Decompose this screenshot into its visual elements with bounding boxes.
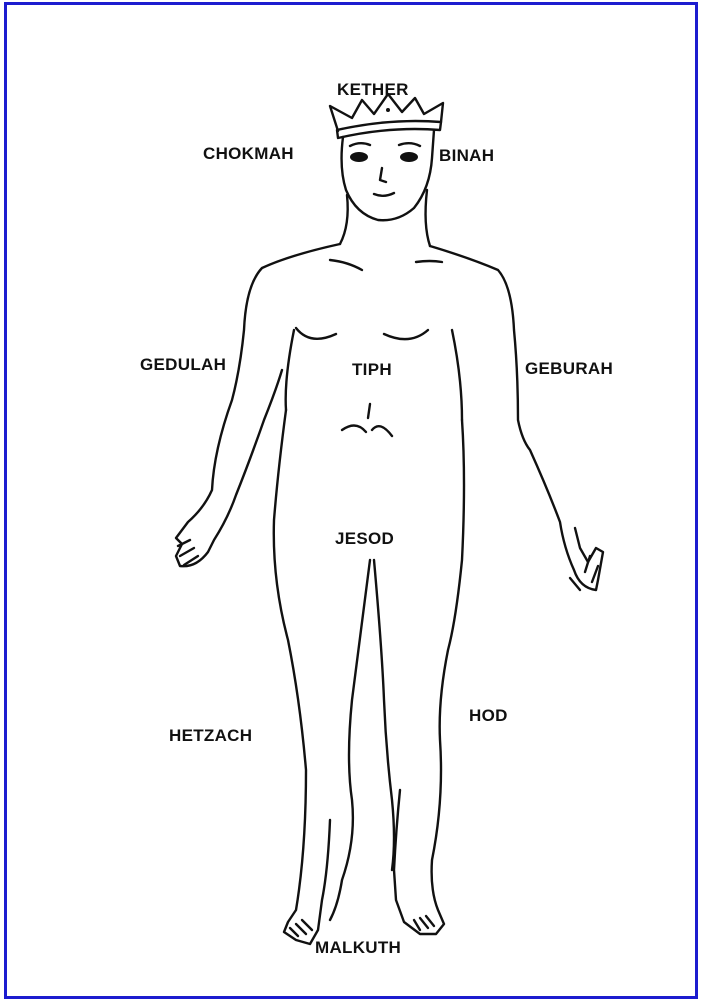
label-geburah: GEBURAH <box>525 359 613 379</box>
left-body-outline <box>176 244 340 566</box>
collar-line-right <box>416 261 442 262</box>
left-hip-and-leg <box>274 410 330 944</box>
inner-right-leg-line <box>374 560 394 870</box>
right-armpit-line <box>452 330 462 420</box>
navel-left <box>342 425 366 432</box>
label-kether: KETHER <box>337 80 409 100</box>
left-armpit-line <box>286 330 294 410</box>
nose <box>380 168 386 182</box>
collar-line-left <box>330 260 362 270</box>
neck-left <box>340 195 348 244</box>
label-hetzach: HETZACH <box>169 726 252 746</box>
right-chest <box>384 330 428 339</box>
right-toes <box>414 916 434 930</box>
crown-jewel <box>386 108 390 112</box>
left-eye <box>350 152 368 162</box>
crown <box>330 94 443 138</box>
label-malkuth: MALKUTH <box>315 938 401 958</box>
right-brow <box>399 143 420 146</box>
label-binah: BINAH <box>439 146 494 166</box>
right-eye <box>400 152 418 162</box>
mouth <box>374 193 394 196</box>
label-tiph: TIPH <box>352 360 392 380</box>
label-gedulah: GEDULAH <box>140 355 226 375</box>
head <box>342 130 434 220</box>
left-brow <box>350 143 370 146</box>
right-body-outline <box>430 246 603 590</box>
inner-leg-line <box>330 560 370 920</box>
navel-right <box>372 426 392 436</box>
label-hod: HOD <box>469 706 508 726</box>
left-hand-fingers <box>178 540 198 565</box>
left-toes <box>290 920 312 936</box>
left-chest <box>296 328 336 339</box>
neck-right <box>426 190 430 246</box>
crown-band <box>337 121 441 138</box>
label-jesod: JESOD <box>335 529 394 549</box>
right-hip-and-leg <box>394 420 464 934</box>
label-chokmah: CHOKMAH <box>203 144 294 164</box>
navel-mark <box>368 404 370 418</box>
